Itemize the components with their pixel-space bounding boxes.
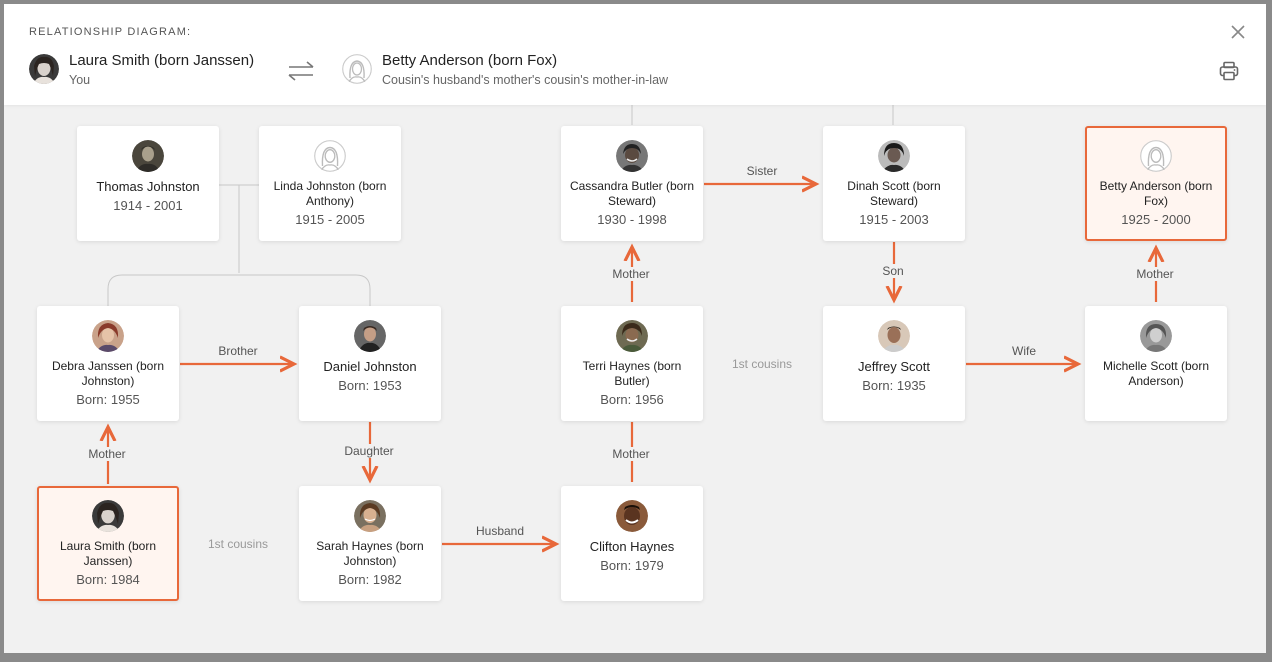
person-b-subtitle: Cousin's husband's mother's cousin's mot… — [382, 73, 669, 87]
person-card-jeffrey-scott[interactable]: Jeffrey Scott Born: 1935 — [823, 306, 965, 421]
placeholder-female-avatar-icon — [314, 140, 346, 172]
edge-label-sister: Sister — [746, 164, 778, 178]
person-name: Betty Anderson (born Fox) — [1099, 179, 1213, 208]
person-photo-jeffrey — [878, 320, 910, 352]
person-card-terri-haynes[interactable]: Terri Haynes (born Butler) Born: 1956 — [561, 306, 703, 421]
person-dates: Born: 1956 — [600, 392, 664, 407]
edge-label-mother-terri: Mother — [610, 447, 652, 461]
person-name: Laura Smith (born Janssen) — [59, 539, 157, 568]
placeholder-female-avatar-icon — [1140, 140, 1172, 172]
person-photo-terri — [616, 320, 648, 352]
edge-label-mother-debra: Mother — [86, 447, 128, 461]
person-card-daniel-johnston[interactable]: Daniel Johnston Born: 1953 — [299, 306, 441, 421]
person-name: Cassandra Butler (born Steward) — [569, 179, 695, 208]
person-dates: Born: 1979 — [600, 558, 664, 573]
person-dates: Born: 1955 — [76, 392, 140, 407]
person-photo-michelle — [1140, 320, 1172, 352]
edge-label-mother-cassandra: Mother — [610, 267, 652, 281]
cousin-label-middle: 1st cousins — [731, 357, 793, 371]
diagram-canvas: Sister Son Mother Mother Brother Wife Mo… — [4, 4, 1266, 653]
person-a-avatar — [29, 54, 59, 84]
person-dates: Born: 1953 — [338, 378, 402, 393]
person-dates: Born: 1984 — [76, 572, 140, 587]
person-name: Clifton Haynes — [589, 539, 675, 554]
person-card-dinah-scott[interactable]: Dinah Scott (born Steward) 1915 - 2003 — [823, 126, 965, 241]
person-name: Sarah Haynes (born Johnston) — [316, 539, 424, 568]
person-name: Dinah Scott (born Steward) — [847, 179, 941, 208]
edge-label-husband: Husband — [475, 524, 525, 538]
person-card-clifton-haynes[interactable]: Clifton Haynes Born: 1979 — [561, 486, 703, 601]
person-b-avatar — [342, 54, 372, 84]
edge-label-mother-betty: Mother — [1134, 267, 1176, 281]
person-card-linda-johnston[interactable]: Linda Johnston (born Anthony) 1915 - 200… — [259, 126, 401, 241]
person-name: Jeffrey Scott — [857, 359, 930, 374]
person-photo-cassandra — [616, 140, 648, 172]
cousin-label-left: 1st cousins — [207, 537, 269, 551]
person-name: Daniel Johnston — [323, 359, 417, 374]
edge-label-daughter: Daughter — [342, 444, 396, 458]
edge-label-son: Son — [880, 264, 906, 278]
edge-label-wife: Wife — [1012, 344, 1036, 358]
person-card-sarah-haynes[interactable]: Sarah Haynes (born Johnston) Born: 1982 — [299, 486, 441, 601]
printer-icon[interactable] — [1218, 60, 1240, 82]
person-photo-debra — [92, 320, 124, 352]
person-name: Thomas Johnston — [96, 179, 200, 194]
person-dates: 1914 - 2001 — [113, 198, 183, 213]
person-card-cassandra-butler[interactable]: Cassandra Butler (born Steward) 1930 - 1… — [561, 126, 703, 241]
person-dates: 1925 - 2000 — [1121, 212, 1191, 227]
edge-label-brother: Brother — [218, 344, 258, 358]
person-name: Linda Johnston (born Anthony) — [273, 179, 387, 208]
diagram-title: RELATIONSHIP DIAGRAM: — [29, 26, 192, 38]
person-dates: 1915 - 2003 — [859, 212, 929, 227]
person-name: Debra Janssen (born Johnston) — [51, 359, 165, 388]
person-photo-sarah — [354, 500, 386, 532]
person-photo-clifton — [616, 500, 648, 532]
relationship-diagram-modal: RELATIONSHIP DIAGRAM: Laura Smith (born … — [4, 4, 1266, 653]
person-card-laura-smith[interactable]: Laura Smith (born Janssen) Born: 1984 — [37, 486, 179, 601]
person-dates: 1915 - 2005 — [295, 212, 365, 227]
person-photo-laura — [92, 500, 124, 532]
person-dates: 1930 - 1998 — [597, 212, 667, 227]
person-card-betty-anderson[interactable]: Betty Anderson (born Fox) 1925 - 2000 — [1085, 126, 1227, 241]
person-dates: Born: 1982 — [338, 572, 402, 587]
person-photo-daniel — [354, 320, 386, 352]
person-card-debra-janssen[interactable]: Debra Janssen (born Johnston) Born: 1955 — [37, 306, 179, 421]
person-photo-thomas — [132, 140, 164, 172]
person-name: Michelle Scott (born Anderson) — [1102, 359, 1210, 388]
close-icon[interactable] — [1230, 24, 1246, 40]
person-card-michelle-scott[interactable]: Michelle Scott (born Anderson) — [1085, 306, 1227, 421]
person-dates: Born: 1935 — [862, 378, 926, 393]
person-card-thomas-johnston[interactable]: Thomas Johnston 1914 - 2001 — [77, 126, 219, 241]
person-name: Terri Haynes (born Butler) — [582, 359, 682, 388]
person-b-name: Betty Anderson (born Fox) — [382, 52, 558, 69]
person-photo-dinah — [878, 140, 910, 172]
person-a-subtitle: You — [69, 73, 91, 87]
diagram-header: RELATIONSHIP DIAGRAM: Laura Smith (born … — [4, 4, 1266, 105]
swap-arrows-icon[interactable] — [285, 59, 317, 83]
person-a-name: Laura Smith (born Janssen) — [69, 52, 255, 69]
